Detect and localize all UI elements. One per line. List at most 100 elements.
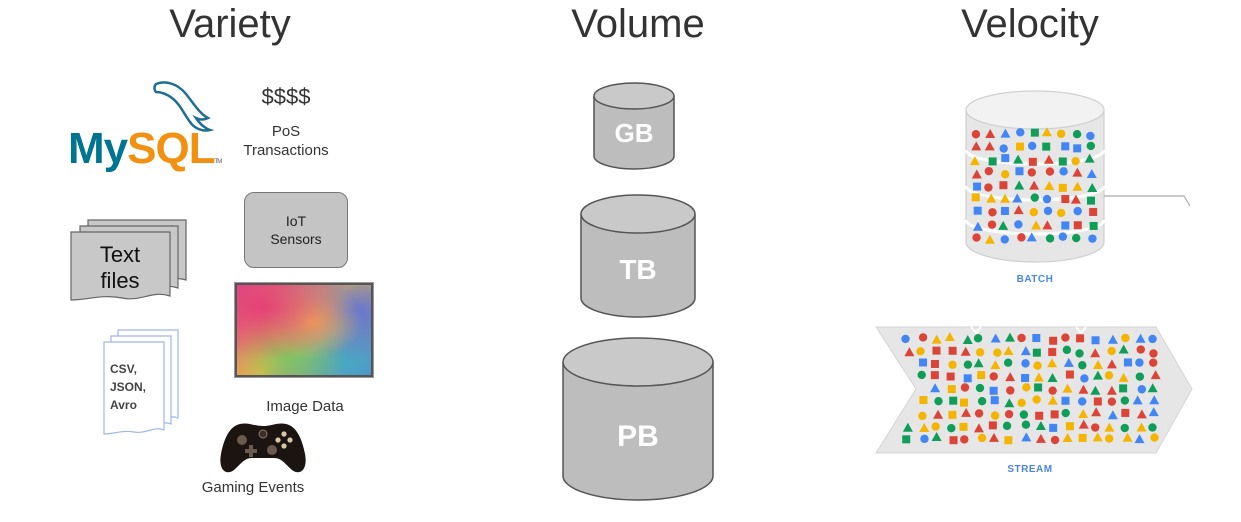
- square-shape: [1058, 157, 1067, 166]
- circle-shape: [989, 372, 998, 381]
- triangle-shape: [944, 332, 955, 342]
- square-shape: [1004, 436, 1013, 445]
- square-shape: [973, 182, 982, 191]
- circle-shape: [1072, 233, 1081, 243]
- square-shape: [949, 436, 958, 445]
- circle-shape: [1000, 235, 1009, 244]
- circle-shape: [1021, 359, 1030, 368]
- square-shape: [1076, 334, 1085, 343]
- circle-shape: [1061, 408, 1070, 418]
- square-shape: [948, 346, 957, 355]
- triangle-shape: [1047, 372, 1058, 382]
- circle-shape: [931, 422, 940, 431]
- circle-shape: [1061, 333, 1070, 342]
- square-shape: [963, 374, 972, 383]
- square-shape: [1028, 157, 1037, 166]
- square-shape: [973, 206, 982, 215]
- circle-shape: [1029, 208, 1038, 217]
- image-data-label: Image Data: [266, 398, 344, 415]
- triangle-shape: [1107, 334, 1118, 344]
- triangle-shape: [1043, 154, 1054, 164]
- triangle-shape: [1078, 419, 1089, 429]
- circle-shape: [1021, 420, 1031, 429]
- square-shape: [1089, 221, 1098, 230]
- circle-shape: [1056, 208, 1066, 218]
- square-shape: [1032, 334, 1041, 343]
- circle-shape: [1086, 141, 1096, 151]
- circle-shape: [1120, 396, 1130, 405]
- tb-cylinder: TB: [580, 194, 696, 318]
- circle-shape: [984, 183, 993, 192]
- triangle-shape: [1026, 232, 1037, 242]
- triangle-shape: [931, 334, 942, 344]
- circle-shape: [999, 144, 1008, 153]
- square-shape: [1087, 196, 1096, 205]
- circle-shape: [947, 424, 956, 433]
- circle-shape: [1107, 397, 1117, 406]
- circle-shape: [934, 396, 943, 406]
- stream-label: STREAM: [1007, 464, 1053, 475]
- circle-shape: [1149, 349, 1158, 358]
- triangle-shape: [1136, 422, 1147, 432]
- gamepad-icon: [220, 423, 306, 473]
- circle-shape: [1104, 371, 1114, 380]
- triangle-shape: [1090, 348, 1101, 358]
- triangle-shape: [1014, 180, 1025, 190]
- square-shape: [949, 396, 958, 405]
- square-shape: [1030, 128, 1039, 137]
- triangle-shape: [971, 141, 982, 151]
- pos-label: PoS Transactions: [243, 123, 329, 159]
- square-shape: [1048, 348, 1057, 357]
- circle-shape: [1033, 361, 1042, 370]
- circle-shape: [1030, 193, 1039, 202]
- square-shape: [919, 358, 928, 367]
- triangle-shape: [1029, 180, 1040, 190]
- circle-shape: [1078, 361, 1087, 370]
- square-shape: [1032, 348, 1041, 357]
- circle-shape: [1073, 206, 1082, 216]
- triangle-shape: [1150, 370, 1161, 380]
- square-shape: [1016, 142, 1025, 151]
- square-shape: [1058, 183, 1067, 192]
- triangle-shape: [930, 383, 941, 393]
- velocity-heading: Velocity: [961, 2, 1099, 46]
- triangle-shape: [1104, 422, 1115, 432]
- circle-shape: [960, 383, 970, 392]
- triangle-shape: [1062, 433, 1073, 443]
- square-shape: [1035, 411, 1044, 420]
- circle-shape: [1016, 128, 1025, 137]
- triangle-shape: [1013, 154, 1024, 164]
- circle-shape: [977, 396, 987, 406]
- triangle-shape: [1047, 395, 1058, 405]
- square-shape: [902, 435, 911, 444]
- triangle-shape: [985, 129, 996, 139]
- square-shape: [977, 371, 986, 380]
- square-shape: [1001, 154, 1010, 163]
- triangle-shape: [973, 358, 984, 368]
- circle-shape: [1121, 333, 1130, 343]
- square-shape: [1078, 433, 1087, 442]
- square-shape: [947, 385, 956, 394]
- triangle-shape: [988, 432, 999, 442]
- triangle-shape: [1135, 333, 1146, 343]
- triangle-shape: [1000, 128, 1011, 138]
- triangle-shape: [904, 347, 915, 357]
- square-shape: [959, 422, 968, 431]
- circle-shape: [1072, 130, 1082, 139]
- triangle-shape: [984, 234, 995, 244]
- circle-shape: [1017, 398, 1026, 408]
- circle-shape: [987, 220, 997, 229]
- triangle-shape: [1122, 432, 1133, 442]
- gb-cylinder: GB: [593, 82, 675, 170]
- triangle-shape: [1031, 220, 1042, 230]
- circle-shape: [963, 360, 973, 369]
- circle-shape: [1014, 220, 1023, 229]
- circle-shape: [1137, 385, 1147, 394]
- circle-shape: [1003, 358, 1013, 367]
- circle-shape: [988, 208, 997, 217]
- triangle-shape: [1000, 193, 1011, 203]
- square-shape: [1050, 410, 1059, 419]
- square-shape: [1073, 144, 1082, 153]
- square-shape: [959, 398, 968, 407]
- triangle-shape: [1033, 372, 1044, 382]
